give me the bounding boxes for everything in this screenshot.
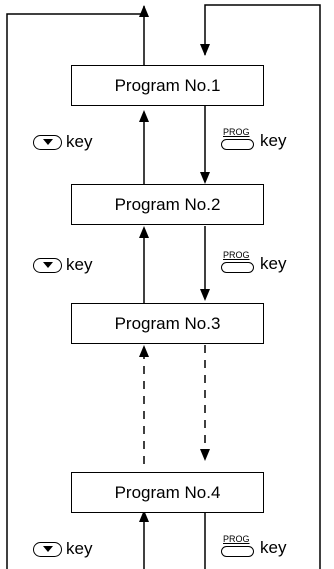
prog-key-label-3: PROG key xyxy=(220,534,286,562)
program-box-2: Program No.2 xyxy=(71,184,264,225)
arrowhead-up-2-3 xyxy=(139,226,149,238)
program-box-4: Program No.4 xyxy=(71,472,264,513)
prog-key-icon: PROG xyxy=(220,250,256,278)
prog-key-label-2: PROG key xyxy=(220,250,286,278)
down-key-text: key xyxy=(66,255,93,274)
arrowhead-up-3-4 xyxy=(139,345,149,357)
outer-loop-right xyxy=(204,4,321,569)
down-key-label-2: key xyxy=(33,255,92,275)
down-key-label-1: key xyxy=(33,132,92,152)
down-key-label-3: key xyxy=(33,539,92,559)
prog-key-icon: PROG xyxy=(220,534,256,562)
program-box-1: Program No.1 xyxy=(71,65,264,106)
down-arrow-key-icon xyxy=(33,134,62,150)
arrowhead-down-top xyxy=(200,44,210,56)
prog-key-label-1: PROG key xyxy=(220,127,286,155)
arrowhead-down-3-4 xyxy=(200,449,210,461)
arrowhead-up-1-2 xyxy=(139,110,149,122)
arrowhead-up-top xyxy=(139,5,149,17)
prog-key-caption: PROG xyxy=(223,127,250,137)
prog-key-text: key xyxy=(260,538,287,557)
prog-key-text: key xyxy=(260,131,287,150)
prog-key-caption: PROG xyxy=(223,534,250,544)
prog-key-caption: PROG xyxy=(223,250,250,260)
arrowhead-down-2-3 xyxy=(200,289,210,301)
prog-key-text: key xyxy=(260,254,287,273)
prog-key-icon: PROG xyxy=(220,127,256,155)
down-arrow-key-icon xyxy=(33,257,62,273)
arrowhead-up-bottom xyxy=(139,510,149,522)
down-key-text: key xyxy=(66,539,93,558)
down-arrow-key-icon xyxy=(33,541,62,557)
program-box-3: Program No.3 xyxy=(71,303,264,344)
down-key-text: key xyxy=(66,132,93,151)
outer-loop-left xyxy=(6,13,144,569)
arrowhead-down-1-2 xyxy=(200,172,210,184)
